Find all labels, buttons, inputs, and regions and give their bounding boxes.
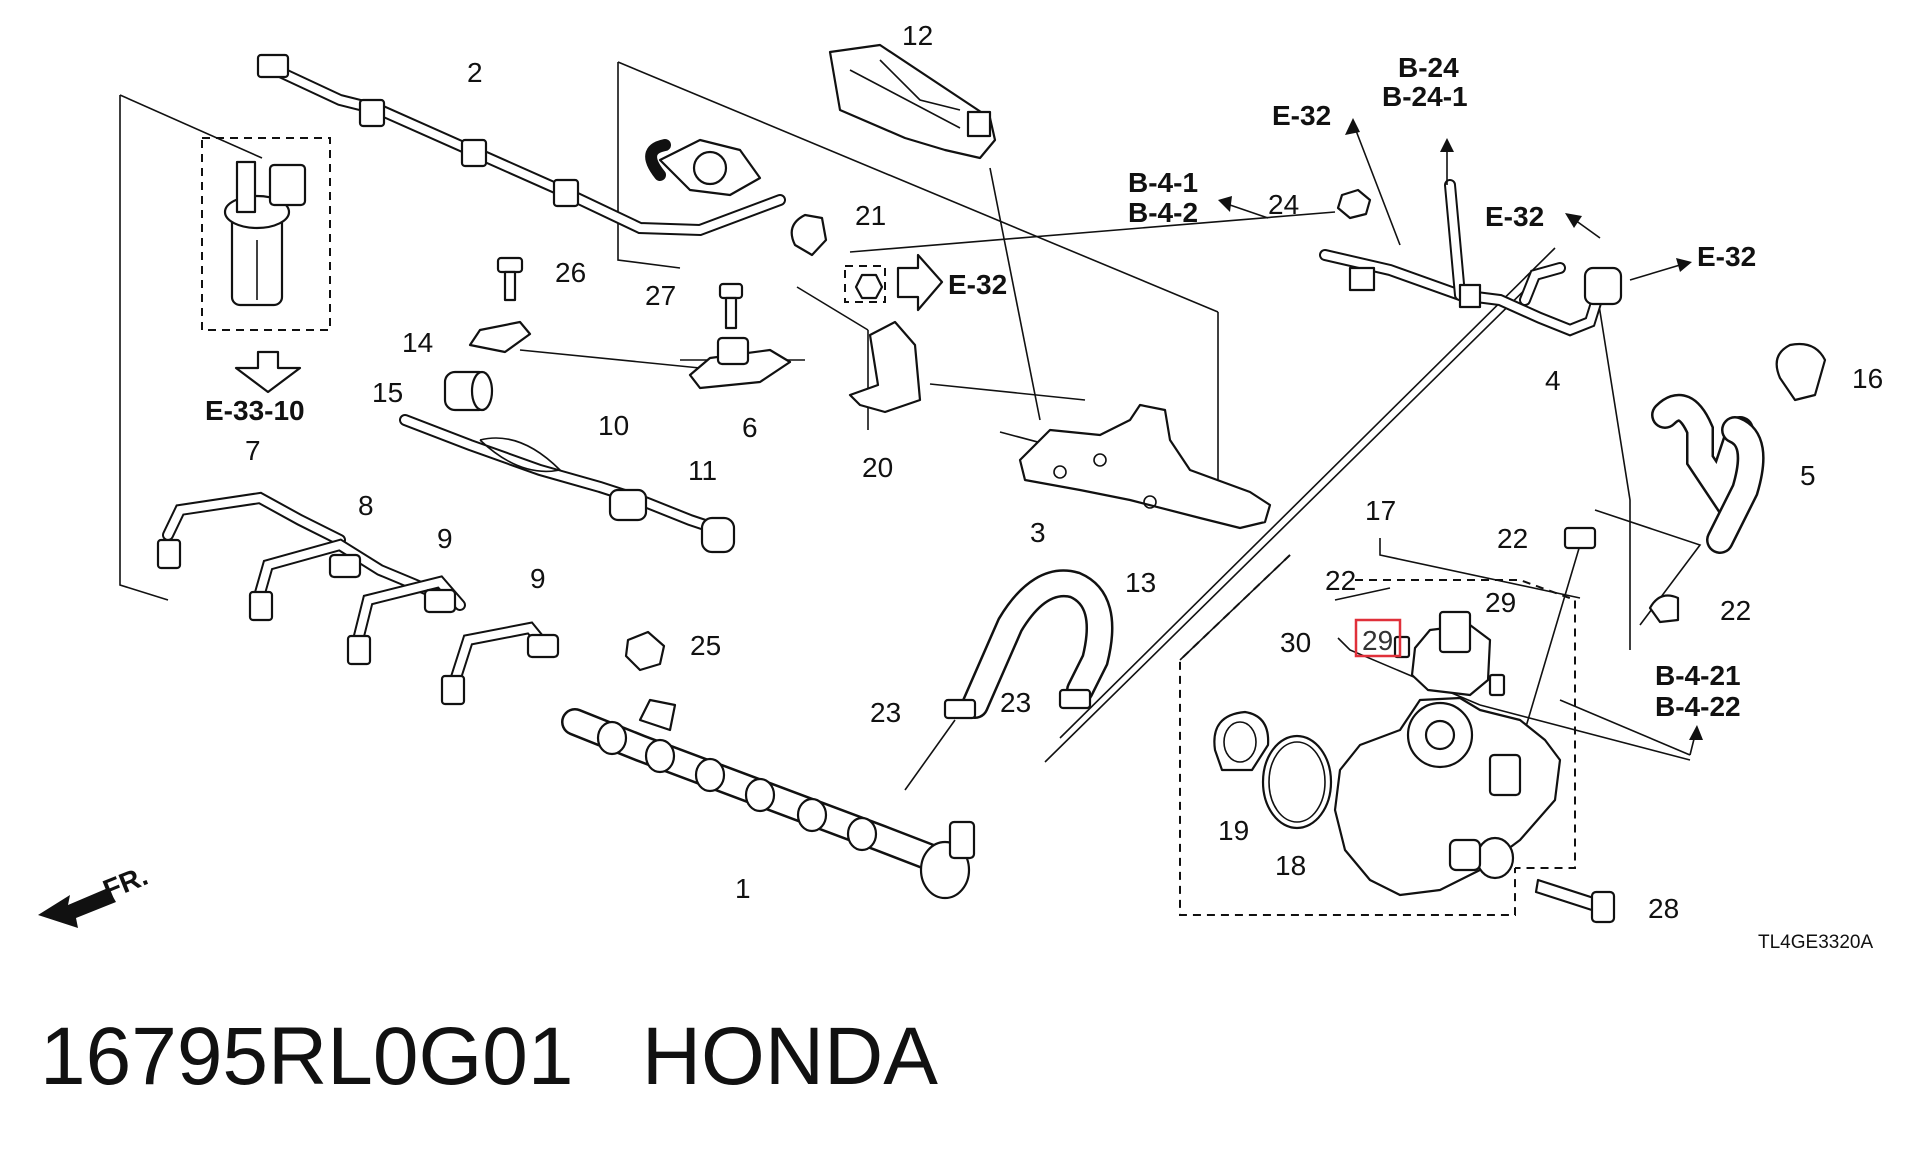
callout-21: 21 — [855, 200, 886, 231]
fuel-pipe-4 — [1319, 179, 1623, 337]
ref-b4-22: B-4-22 — [1655, 691, 1741, 722]
ref-e32-a: E-32 — [948, 269, 1007, 300]
callout-30: 30 — [1280, 627, 1311, 658]
callout-22b: 22 — [1720, 595, 1751, 626]
ref-e32-b: E-32 — [1272, 100, 1331, 131]
bolt-28 — [1534, 878, 1616, 924]
brand: HONDA — [641, 1011, 938, 1102]
nut-25 — [624, 630, 666, 672]
locknut-19 — [1213, 710, 1270, 772]
clip-23a — [943, 698, 977, 720]
callout-7: 7 — [245, 435, 261, 466]
callout-3: 3 — [1030, 517, 1046, 548]
pressure-sensor — [223, 160, 307, 307]
callout-29a: 29 — [1485, 587, 1516, 618]
front-marker: FR. — [99, 860, 152, 906]
leader-lines — [119, 61, 1702, 916]
bracket-20 — [844, 265, 922, 414]
callout-25: 25 — [690, 630, 721, 661]
part-number: 16795RL0G01 — [40, 1011, 574, 1102]
callout-5: 5 — [1800, 460, 1816, 491]
callout-15: 15 — [372, 377, 403, 408]
pump-sensor-29 — [1393, 610, 1506, 697]
ref-e33-10: E-33-10 — [205, 395, 305, 426]
callout-6: 6 — [742, 412, 758, 443]
callout-29b-highlighted: 29 — [1362, 625, 1393, 656]
clip-22b — [1648, 594, 1680, 624]
callout-16: 16 — [1852, 363, 1883, 394]
callout-22a: 22 — [1497, 523, 1528, 554]
callout-9b: 9 — [530, 563, 546, 594]
callout-23b: 23 — [1000, 687, 1031, 718]
callout-14: 14 — [402, 327, 433, 358]
ref-e32-c: E-32 — [1485, 201, 1544, 232]
callout-22c: 22 — [1325, 565, 1356, 596]
o-ring-18 — [1261, 734, 1333, 830]
ref-b4-21: B-4-21 — [1655, 660, 1741, 691]
grommet-15 — [443, 370, 494, 412]
diagram-code: TL4GE3320A — [1758, 932, 1873, 953]
callout-19: 19 — [1218, 815, 1249, 846]
footer: 16795RL0G01 HONDA — [40, 1010, 938, 1104]
wire-harness-2 — [256, 53, 786, 237]
hose-5 — [1651, 393, 1765, 554]
fuel-pump-17 — [1333, 696, 1562, 897]
bolt-26 — [496, 256, 524, 302]
callout-20: 20 — [862, 452, 893, 483]
nut-24 — [1336, 188, 1372, 220]
callout-numbers: 1 2 3 4 5 6 7 8 9 9 10 11 12 13 14 15 16… — [245, 20, 1883, 924]
front-arrow-icon — [38, 888, 116, 928]
bracket-14 — [468, 320, 532, 354]
callout-1: 1 — [735, 873, 751, 904]
ref-b24-1: B-24-1 — [1382, 81, 1468, 112]
ref-e32-d: E-32 — [1697, 241, 1756, 272]
callout-13: 13 — [1125, 567, 1156, 598]
highlight-box — [1354, 618, 1402, 658]
injection-pipes — [156, 491, 560, 706]
callout-28: 28 — [1648, 893, 1679, 924]
callout-17: 17 — [1365, 495, 1396, 526]
bracket-6 — [688, 336, 792, 390]
callout-12: 12 — [902, 20, 933, 51]
callout-23a: 23 — [870, 697, 901, 728]
callout-27: 27 — [645, 280, 676, 311]
callout-24: 24 — [1268, 189, 1299, 220]
callout-11: 11 — [688, 455, 717, 486]
down-arrow-icon — [234, 350, 302, 394]
sensor-inset-box — [201, 137, 331, 331]
wire-harness-10 — [399, 414, 736, 554]
callout-18: 18 — [1275, 850, 1306, 881]
hose-3 — [904, 569, 1114, 791]
ref-b4-1: B-4-1 — [1128, 167, 1198, 198]
ref-b24: B-24 — [1398, 52, 1459, 83]
clip-21 — [790, 213, 828, 257]
bolt-27 — [718, 282, 744, 330]
callout-9a: 9 — [437, 523, 453, 554]
ref-b4-2: B-4-2 — [1128, 197, 1198, 228]
cover-12 — [828, 43, 997, 160]
clip-22a — [1563, 526, 1597, 550]
clip-23b — [1058, 688, 1092, 710]
callout-2: 2 — [467, 57, 483, 88]
callout-4: 4 — [1545, 365, 1561, 396]
elbow-16 — [1775, 342, 1827, 402]
callout-10: 10 — [598, 410, 629, 441]
bracket-13 — [1018, 403, 1272, 530]
callout-8: 8 — [358, 490, 374, 521]
right-arrow-icon — [896, 253, 944, 312]
fuel-rail-1 — [561, 698, 976, 900]
callout-26: 26 — [555, 257, 586, 288]
reference-arrows — [1218, 118, 1703, 756]
